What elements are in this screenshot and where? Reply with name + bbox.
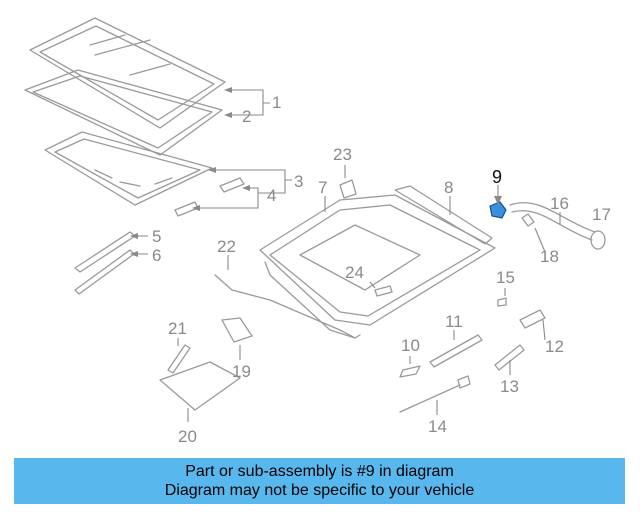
callout-10: 10 — [401, 336, 420, 355]
callout-21: 21 — [168, 319, 187, 338]
callout-1: 1 — [272, 93, 281, 112]
arrow-9 — [494, 196, 502, 205]
leader-lines — [134, 89, 561, 422]
parts-diagram: 1 2 3 4 5 6 7 8 9 10 11 12 13 14 15 16 1… — [24, 17, 611, 446]
callout-5: 5 — [152, 227, 161, 246]
drain-hose — [509, 202, 606, 250]
callout-18: 18 — [540, 247, 559, 266]
small-parts-right — [399, 297, 546, 413]
callout-6: 6 — [152, 246, 161, 265]
callout-22: 22 — [217, 237, 236, 256]
arrow-4a — [242, 185, 250, 191]
sunroof-glass-panel — [29, 17, 226, 129]
arrow-6 — [130, 251, 138, 257]
arrow-3 — [208, 167, 216, 173]
callout-2: 2 — [242, 107, 251, 126]
callout-9: 9 — [492, 167, 502, 187]
callout-23: 23 — [333, 145, 352, 164]
callout-12: 12 — [545, 337, 564, 356]
callout-19: 19 — [232, 362, 251, 381]
callout-20: 20 — [178, 427, 197, 446]
arrow-4b — [192, 205, 200, 211]
callout-24: 24 — [345, 263, 364, 282]
banner-line-1: Part or sub-assembly is #9 in diagram — [185, 463, 454, 480]
sunroof-frame-panel — [44, 131, 213, 206]
banner-line-2: Diagram may not be specific to your vehi… — [164, 482, 475, 499]
callout-11: 11 — [445, 312, 463, 331]
guide-rails — [74, 231, 136, 295]
bracket-parts — [174, 177, 245, 217]
glass-seal — [24, 69, 223, 156]
callout-16: 16 — [550, 194, 569, 213]
info-banner: Part or sub-assembly is #9 in diagram Di… — [14, 458, 625, 504]
callout-8: 8 — [444, 178, 453, 197]
small-parts-left — [159, 179, 393, 411]
callout-7: 7 — [318, 178, 327, 197]
callout-3: 3 — [294, 172, 303, 191]
callout-13: 13 — [500, 377, 519, 396]
callout-17: 17 — [592, 205, 611, 224]
arrow-1 — [224, 87, 232, 93]
wind-deflector — [394, 185, 493, 245]
arrow-5 — [130, 233, 138, 239]
callout-14: 14 — [428, 417, 447, 436]
callout-15: 15 — [496, 268, 515, 287]
arrow-2 — [224, 112, 232, 118]
sunroof-housing-frame — [259, 194, 496, 339]
callout-4: 4 — [267, 186, 276, 205]
